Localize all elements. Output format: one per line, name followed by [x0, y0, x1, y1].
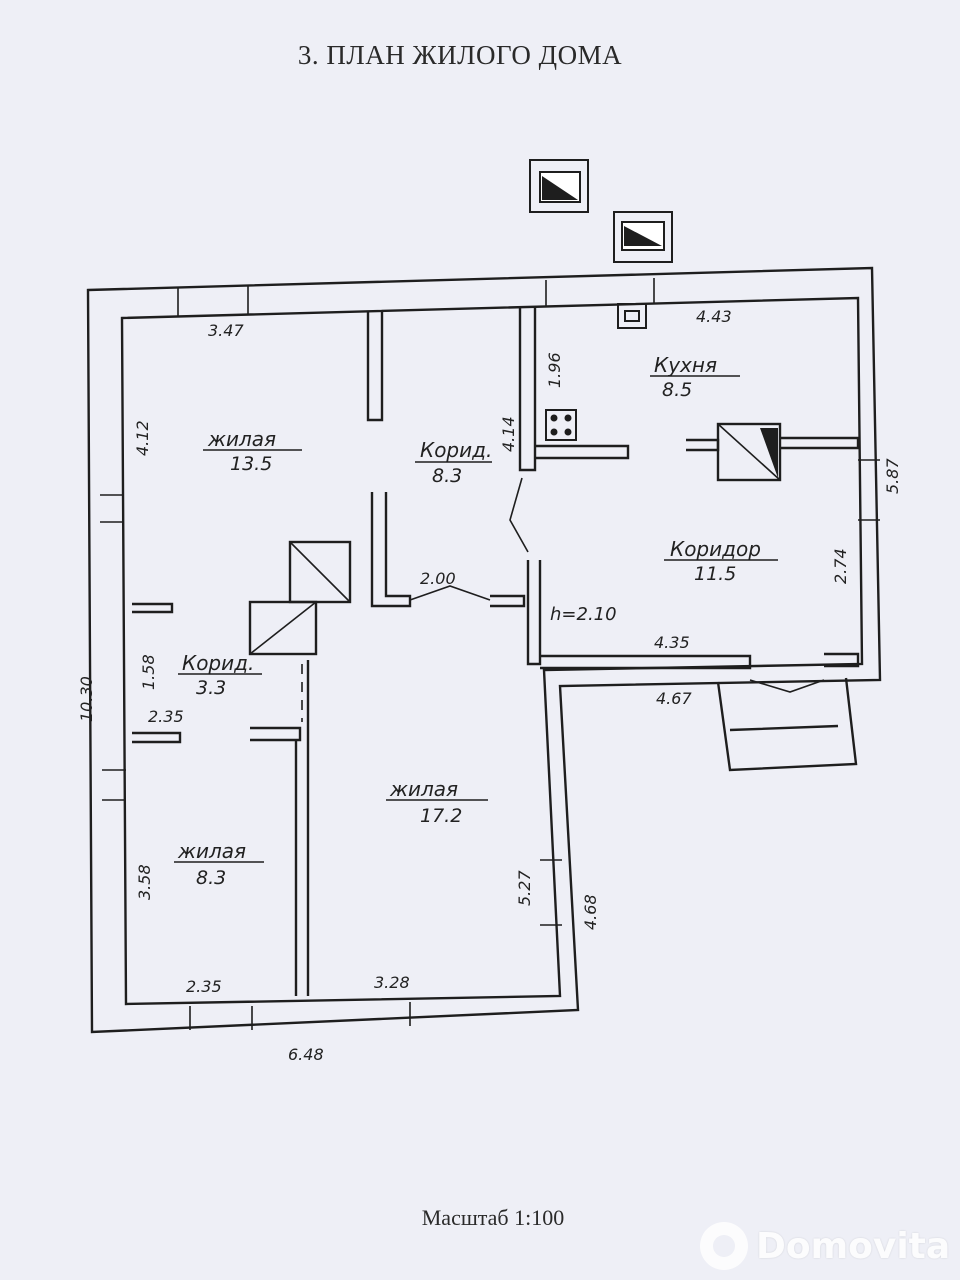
dim-412: 4.12	[133, 420, 152, 456]
dim-467: 4.67	[656, 689, 692, 708]
dim-196: 1.96	[545, 352, 564, 388]
dim-235b: 2.35	[186, 977, 222, 996]
room-corridor-2-area: 11.5	[694, 563, 736, 585]
room-corridor-1-name: Корид.	[420, 438, 492, 462]
dim-587: 5.87	[883, 458, 902, 494]
room-living-1-name: жилая	[207, 427, 276, 451]
wall-partition-1	[366, 312, 384, 422]
dim-468: 4.68	[581, 894, 600, 930]
watermark-text: Domovita	[756, 1225, 951, 1267]
sink-icon	[617, 303, 647, 329]
watermark: Domovita	[700, 1218, 950, 1274]
dim-443: 4.43	[696, 307, 732, 326]
dim-274: 2.74	[831, 548, 850, 584]
stove	[248, 540, 352, 656]
outer-wall-inner-line	[120, 296, 864, 1006]
chimney-icon	[529, 159, 589, 213]
room-kitchen-name: Кухня	[654, 353, 717, 377]
wall-small-corr-1	[132, 602, 174, 614]
dim-1030: 10.30	[77, 676, 96, 722]
heater	[716, 422, 782, 482]
outer-wall-outer-line	[86, 266, 882, 1034]
door-swing-3	[749, 679, 825, 693]
room-living-1-area: 13.5	[230, 453, 272, 475]
wall-stub-left	[686, 438, 720, 452]
dim-200: 2.00	[420, 569, 456, 588]
domovita-logo-icon	[700, 1222, 748, 1270]
wall-corridor-bottom	[540, 654, 752, 670]
wall-small-corr-3	[250, 726, 302, 742]
dim-235a: 2.35	[148, 707, 184, 726]
window-marks	[100, 278, 880, 1030]
dim-414: 4.14	[499, 416, 518, 452]
hob-icon	[545, 409, 577, 441]
dim-358: 3.58	[135, 864, 154, 900]
room-living-2-area: 17.2	[420, 805, 462, 827]
dim-435: 4.35	[654, 633, 690, 652]
room-living-3-name: жилая	[177, 839, 246, 863]
vent-icon	[613, 211, 673, 263]
wall-corridor-r	[780, 436, 860, 450]
wall-partition-3	[370, 492, 412, 608]
room-corridor-2-name: Коридор	[670, 537, 761, 561]
dim-648: 6.48	[288, 1045, 324, 1064]
wall-stub-door	[490, 594, 526, 608]
dim-527: 5.27	[515, 870, 534, 906]
room-corridor-1-area: 8.3	[432, 465, 462, 487]
wall-partition-2	[518, 306, 537, 472]
door-swing-2	[409, 585, 491, 601]
room-corridor-3-name: Корид.	[182, 651, 254, 675]
room-kitchen-area: 8.5	[662, 379, 692, 401]
page-title: 3. ПЛАН ЖИЛОГО ДОМА	[297, 40, 623, 70]
room-corridor-3-area: 3.3	[196, 677, 226, 699]
dim-158: 1.58	[139, 654, 158, 690]
room-living-3-area: 8.3	[196, 867, 226, 889]
dim-347: 3.47	[208, 321, 244, 340]
porch	[716, 677, 858, 772]
wall-corridor-bottom-r	[824, 652, 860, 668]
door-swing-1	[509, 477, 529, 553]
wall-small-corr-2	[132, 731, 182, 744]
wall-partition-4	[526, 560, 542, 666]
wall-kitchen	[536, 444, 630, 460]
scale-label: Масштаб 1:100	[421, 1205, 565, 1230]
room-living-2-name: жилая	[389, 777, 458, 801]
wall-bedroom-split	[294, 660, 310, 996]
dim-328: 3.28	[374, 973, 410, 992]
ceiling-height: h=2.10	[550, 604, 617, 625]
